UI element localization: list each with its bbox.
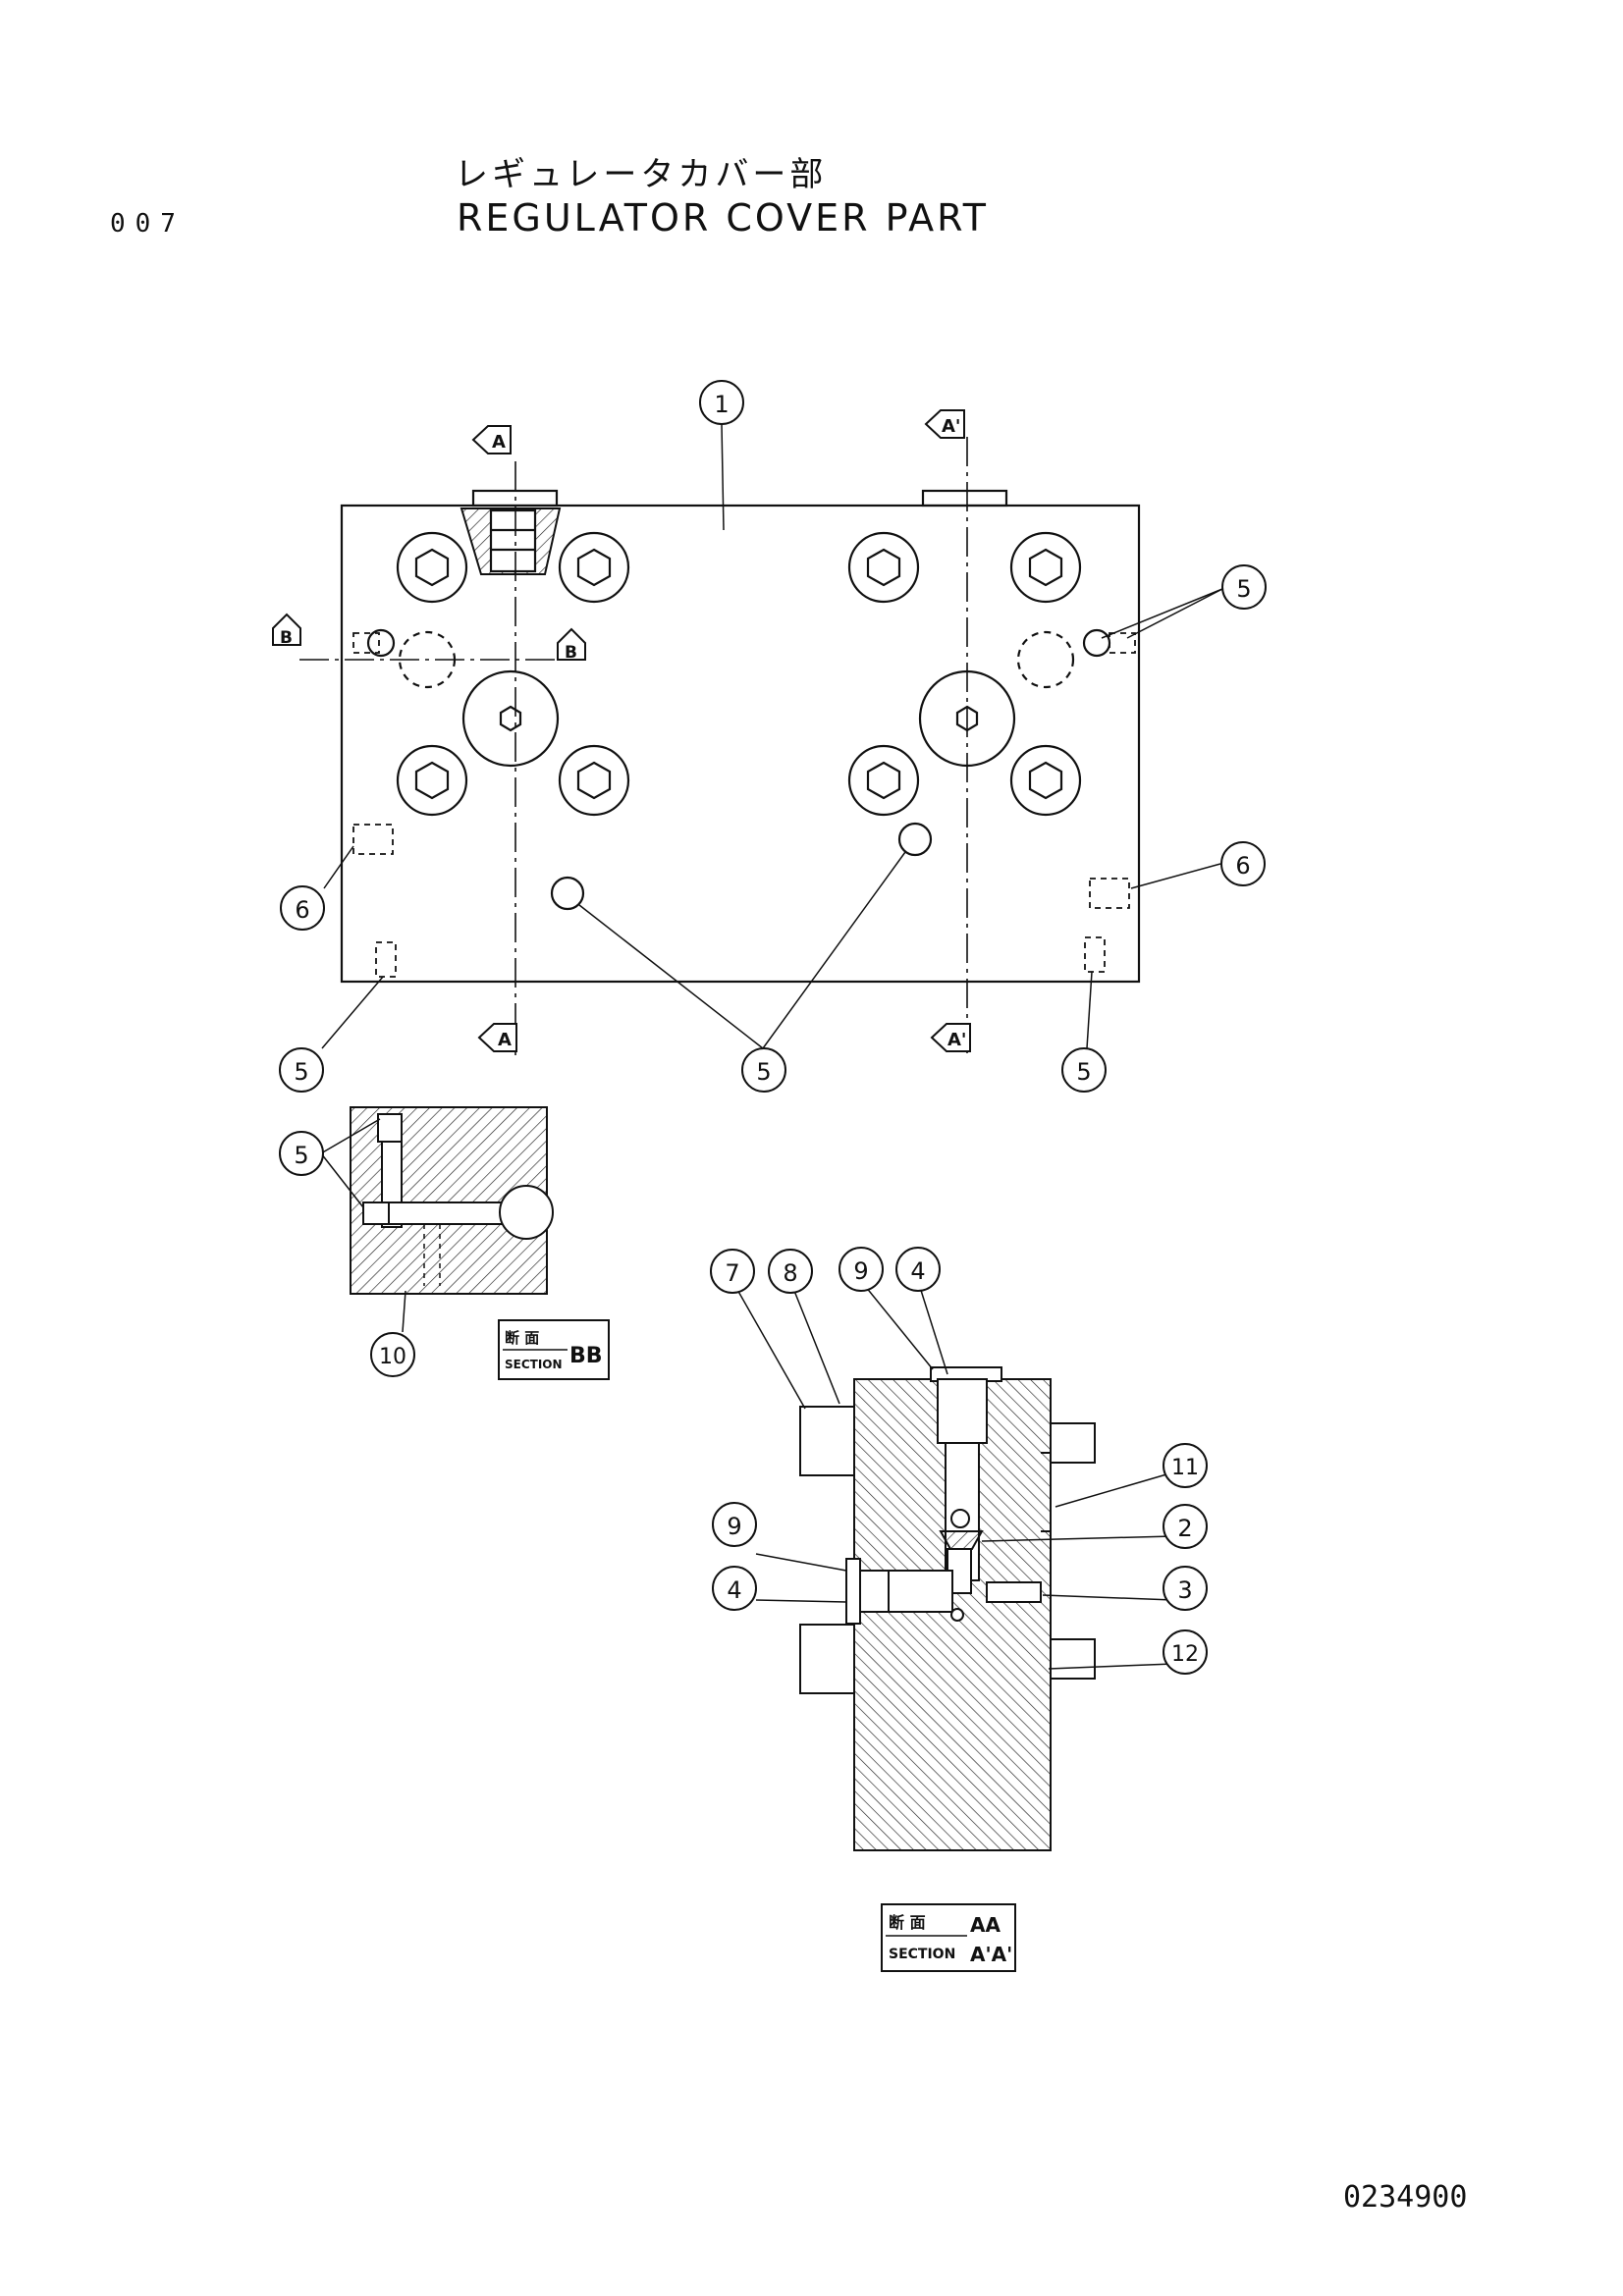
top-view bbox=[299, 437, 1141, 1055]
callout-2-aa: 2 bbox=[1163, 1504, 1208, 1549]
title-english: REGULATOR COVER PART bbox=[457, 196, 989, 240]
svg-text:3: 3 bbox=[1177, 1576, 1192, 1604]
section-aa-label: 断 面 SECTION AA A'A' bbox=[881, 1903, 1016, 1972]
svg-text:断 面: 断 面 bbox=[505, 1329, 539, 1347]
svg-text:4: 4 bbox=[727, 1576, 741, 1604]
callout-5-right: 5 bbox=[1221, 564, 1267, 610]
svg-text:5: 5 bbox=[1076, 1058, 1091, 1086]
title-japanese: レギュレータカバー部 bbox=[455, 155, 828, 194]
callout-4-aa-top: 4 bbox=[895, 1247, 941, 1292]
svg-text:6: 6 bbox=[295, 896, 309, 924]
callout-12-aa: 12 bbox=[1163, 1629, 1208, 1675]
svg-text:4: 4 bbox=[910, 1257, 925, 1285]
section-arrow-a-prime-top: A' bbox=[924, 409, 965, 439]
callout-3-aa: 3 bbox=[1163, 1566, 1208, 1611]
callouts-top-view: 1 5 6 6 5 5 5 bbox=[279, 380, 1267, 1093]
svg-text:9: 9 bbox=[853, 1257, 868, 1285]
document-code: 0234900 bbox=[1343, 2180, 1468, 2215]
callout-5-bottom-right: 5 bbox=[1061, 1047, 1107, 1093]
callout-8-aa: 8 bbox=[768, 1249, 813, 1294]
callout-6-left: 6 bbox=[280, 885, 325, 931]
callout-9-aa-mid: 9 bbox=[712, 1502, 757, 1547]
section-arrow-b-left: B bbox=[272, 613, 301, 648]
callout-9-aa-top: 9 bbox=[839, 1247, 884, 1292]
svg-text:5: 5 bbox=[756, 1058, 771, 1086]
callout-4-aa-mid: 4 bbox=[712, 1566, 757, 1611]
svg-text:8: 8 bbox=[783, 1259, 797, 1287]
svg-text:5: 5 bbox=[1236, 575, 1251, 603]
svg-text:A': A' bbox=[947, 1030, 966, 1050]
callout-11-aa: 11 bbox=[1163, 1443, 1208, 1488]
callout-5-bb: 5 bbox=[279, 1131, 324, 1176]
svg-text:10: 10 bbox=[379, 1345, 406, 1369]
section-arrow-a-prime-bottom: A' bbox=[930, 1023, 971, 1052]
svg-text:A: A bbox=[492, 432, 506, 453]
svg-text:11: 11 bbox=[1171, 1456, 1199, 1480]
svg-text:SECTION: SECTION bbox=[889, 1947, 955, 1962]
svg-text:7: 7 bbox=[725, 1259, 739, 1287]
callout-6-right: 6 bbox=[1220, 841, 1266, 886]
section-arrow-b-right: B bbox=[557, 627, 586, 663]
page-number: 007 bbox=[110, 209, 186, 239]
cover-body-outline bbox=[340, 504, 1141, 984]
callout-5-bottom-left: 5 bbox=[279, 1047, 324, 1093]
svg-text:B: B bbox=[565, 643, 577, 663]
section-arrow-a-top: A bbox=[471, 425, 512, 454]
svg-text:9: 9 bbox=[727, 1513, 741, 1540]
section-aa: 7 8 9 4 11 2 9 4 3 12 bbox=[710, 1247, 1208, 1851]
svg-text:2: 2 bbox=[1177, 1515, 1192, 1542]
callout-1: 1 bbox=[699, 380, 744, 425]
section-arrows: A A' B B A A' bbox=[272, 409, 971, 1052]
svg-text:A'A': A'A' bbox=[970, 1943, 1012, 1966]
callout-5-bottom-mid: 5 bbox=[741, 1047, 786, 1093]
svg-text:5: 5 bbox=[294, 1058, 308, 1086]
svg-text:5: 5 bbox=[294, 1142, 308, 1169]
bolt-holes bbox=[396, 531, 1082, 817]
svg-text:SECTION: SECTION bbox=[505, 1358, 563, 1371]
plug-boss-right bbox=[921, 489, 1008, 507]
svg-text:6: 6 bbox=[1235, 852, 1250, 880]
svg-text:断 面: 断 面 bbox=[889, 1913, 926, 1932]
svg-text:AA: AA bbox=[970, 1913, 1001, 1937]
callout-7-aa: 7 bbox=[710, 1249, 755, 1294]
callout-10-bb: 10 bbox=[370, 1332, 415, 1377]
svg-text:BB: BB bbox=[569, 1344, 603, 1368]
svg-text:1: 1 bbox=[714, 391, 729, 418]
svg-text:12: 12 bbox=[1171, 1642, 1199, 1667]
leader-lines-top bbox=[321, 423, 1223, 1049]
section-bb: 5 10 bbox=[279, 1106, 554, 1377]
svg-text:A': A' bbox=[942, 416, 960, 437]
svg-text:B: B bbox=[280, 628, 293, 648]
section-bb-label: 断 面 SECTION BB bbox=[498, 1319, 610, 1380]
svg-text:A: A bbox=[498, 1030, 512, 1050]
section-arrow-a-bottom: A bbox=[477, 1023, 517, 1052]
